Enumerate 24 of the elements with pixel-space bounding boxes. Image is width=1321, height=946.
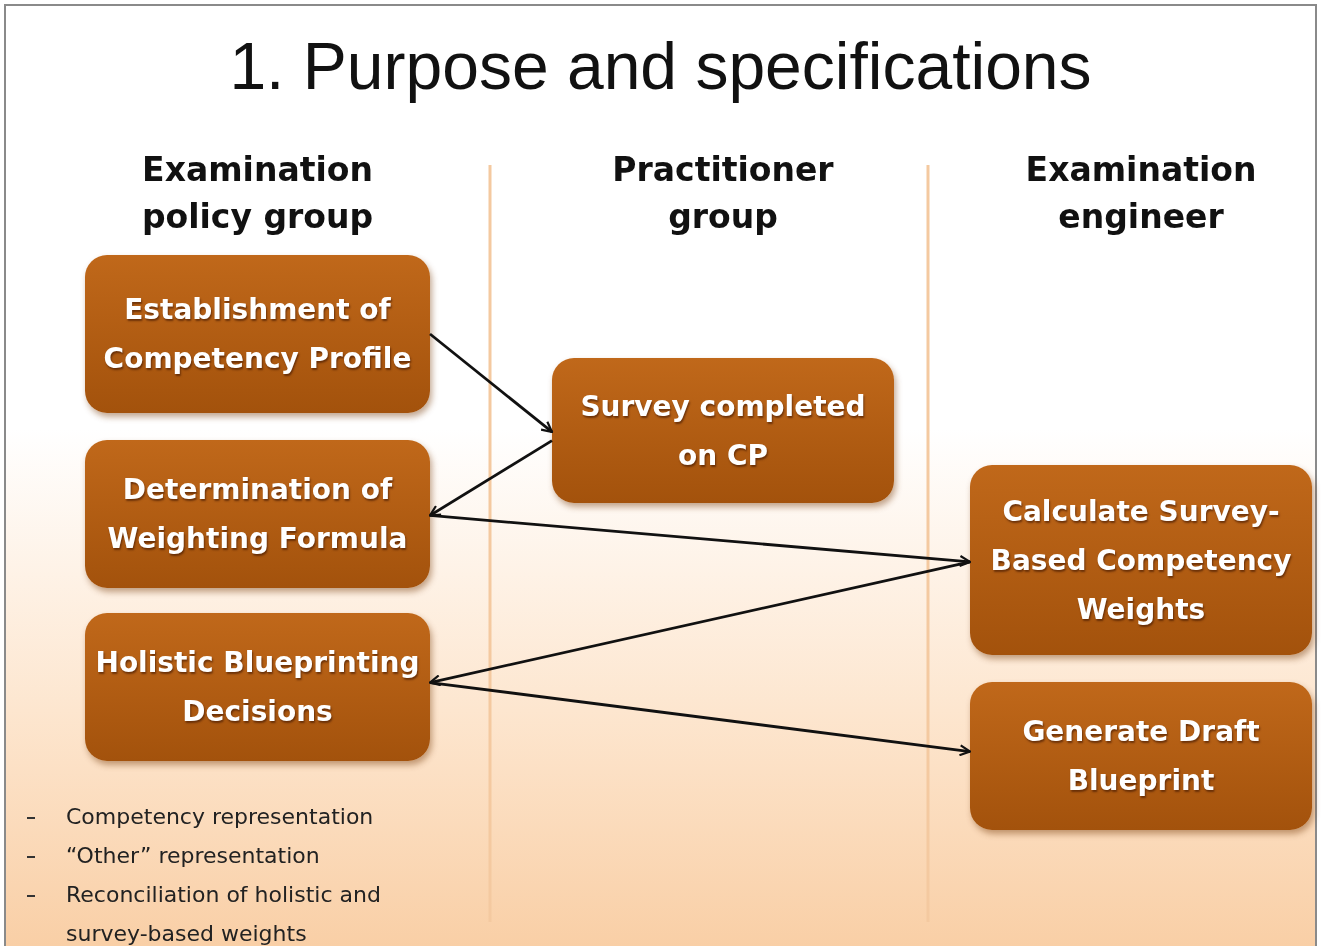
- slide-title: 1. Purpose and specifications: [228, 28, 1093, 104]
- process-box: [85, 613, 430, 761]
- process-box: [970, 682, 1312, 830]
- bullet-text: Reconciliation of holistic and survey-based weights: [66, 881, 382, 946]
- lane-heading: Examination engineer: [1024, 149, 1258, 238]
- bullet-text: “Other” representation: [66, 842, 321, 870]
- box-text: Determination of Weighting Formula: [106, 472, 409, 557]
- box-text: Generate Draft Blueprint: [1021, 714, 1261, 799]
- box-text: Survey completed on CP: [579, 388, 867, 474]
- lane-heading: Examination policy group: [140, 149, 375, 238]
- box-text: Establishment of Competency Profile: [102, 292, 413, 377]
- lane-heading: Practitioner group: [612, 149, 834, 238]
- box-text: Calculate Survey-Based Competency Weights: [989, 493, 1293, 628]
- arrow: [428, 439, 553, 517]
- bullet-text: Competency representation: [66, 803, 375, 831]
- arrow: [429, 681, 972, 757]
- process-box: [552, 358, 894, 503]
- arrow: [429, 514, 972, 568]
- arrow: [428, 560, 971, 687]
- box-text: Holistic Blueprinting Decisions: [95, 645, 420, 730]
- process-box: [970, 465, 1312, 655]
- arrow: [429, 332, 554, 434]
- process-box: [85, 440, 430, 588]
- process-box: [85, 255, 430, 413]
